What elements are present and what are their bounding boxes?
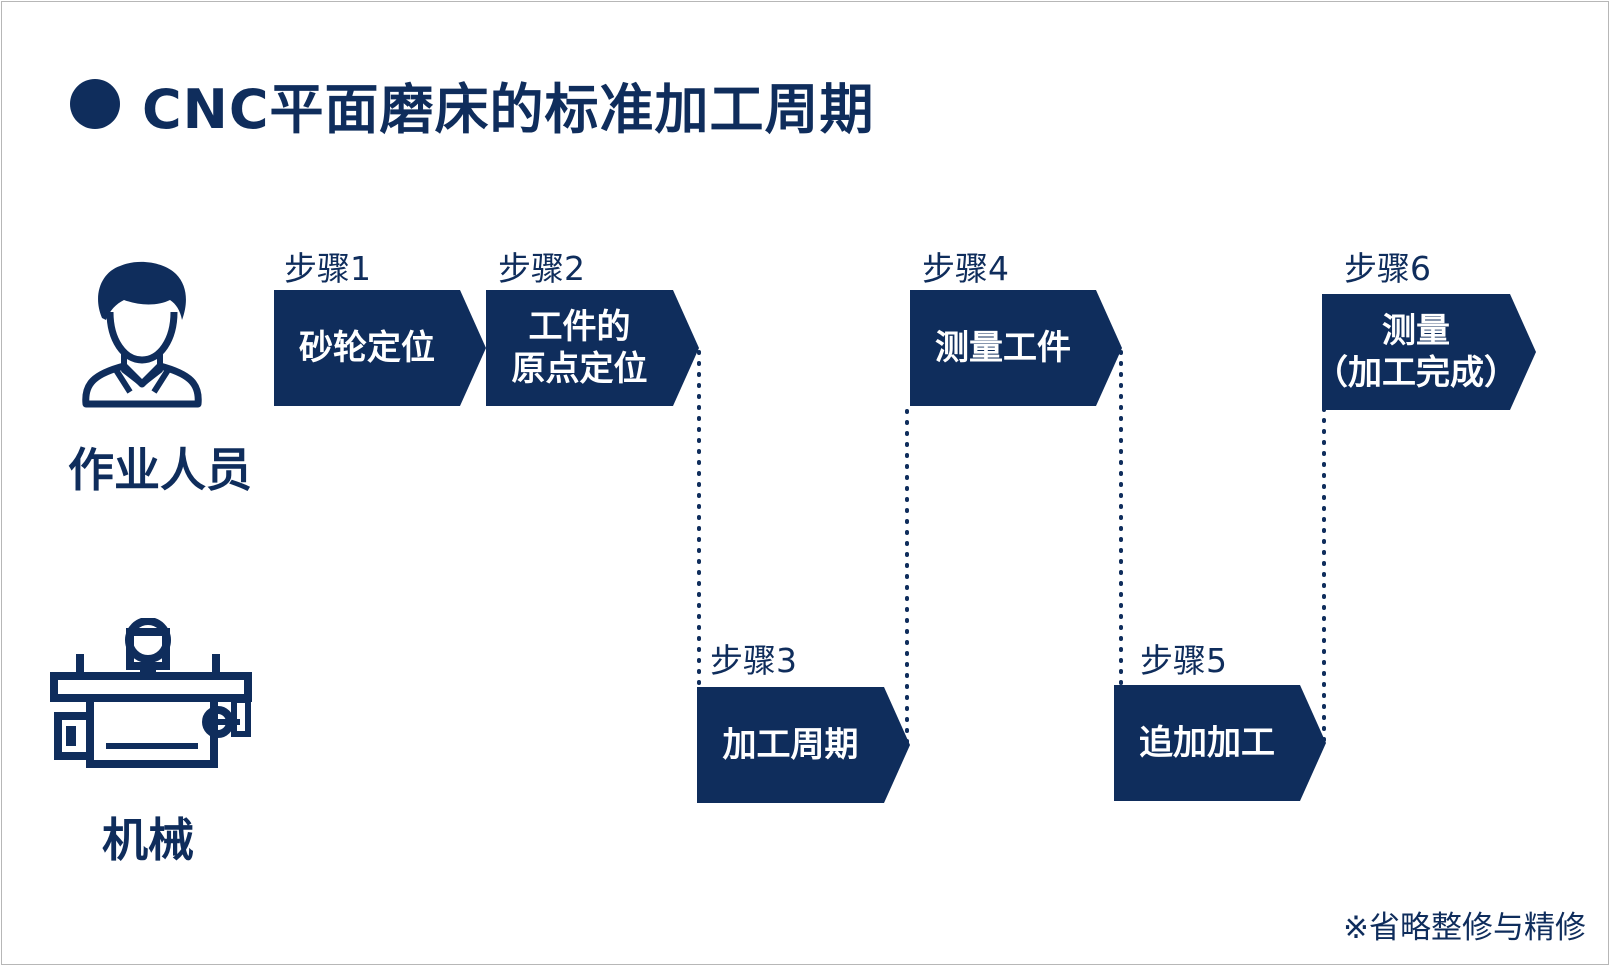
step-3-label: 步骤3 <box>710 641 797 680</box>
step-1-text: 砂轮定位 <box>299 328 435 368</box>
page-title: CNC平面磨床的标准加工周期 <box>142 77 875 141</box>
step-4-box: 测量工件 <box>910 290 1122 406</box>
step-4-label: 步骤4 <box>922 249 1009 288</box>
person-icon <box>82 261 202 408</box>
step-5-label: 步骤5 <box>1140 641 1227 680</box>
step-5-text: 追加加工 <box>1139 723 1275 763</box>
operator-lane-label: 作业人员 <box>68 443 252 497</box>
grinding-machine-icon <box>50 618 252 768</box>
step-6-label: 步骤6 <box>1344 249 1431 288</box>
step-5-box: 追加加工 <box>1114 685 1326 801</box>
footnote: ※省略整修与精修 <box>1343 910 1586 946</box>
step-6-box: 测量 （加工完成） <box>1322 294 1536 410</box>
title-row: CNC平面磨床的标准加工周期 <box>70 64 874 144</box>
step-4-text: 测量工件 <box>935 328 1071 368</box>
step-1-box: 砂轮定位 <box>274 290 486 406</box>
step-3-box: 加工周期 <box>697 687 910 803</box>
step-2-box: 工件的 原点定位 <box>486 290 699 406</box>
step-2-label: 步骤2 <box>498 249 585 288</box>
step-6-text-line-2: （加工完成） <box>1314 353 1518 393</box>
title-bullet <box>70 79 120 129</box>
step-2-text-line-2: 原点定位 <box>511 349 648 389</box>
machine-lane-label: 机械 <box>102 813 194 867</box>
step-6-text-line-1: 测量 <box>1382 311 1450 351</box>
step-3-text: 加工周期 <box>722 725 859 765</box>
step-1-label: 步骤1 <box>284 249 371 288</box>
step-2-text-line-1: 工件的 <box>528 307 631 347</box>
